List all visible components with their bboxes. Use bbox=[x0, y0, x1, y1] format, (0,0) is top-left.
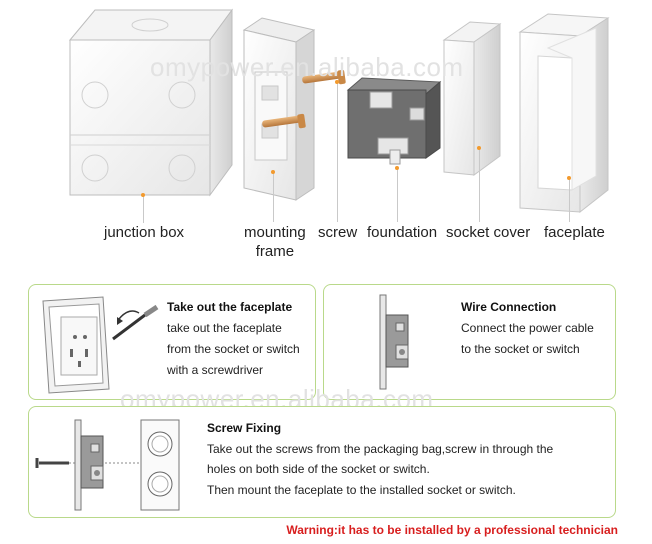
faceplate-removal-illustration bbox=[42, 296, 159, 394]
panel-screw-fixing: Screw Fixing Take out the screws from th… bbox=[28, 406, 616, 518]
label-screw: screw bbox=[318, 224, 358, 241]
panel-take-out-faceplate-line: from the socket or switch bbox=[167, 342, 300, 356]
accent-dot bbox=[395, 166, 399, 170]
panel-take-out-faceplate: Take out the faceplate take out the face… bbox=[28, 284, 316, 400]
leader-line bbox=[337, 82, 338, 222]
accent-dot bbox=[477, 146, 481, 150]
socket-cover-drawing bbox=[442, 21, 502, 176]
label-mounting-frame: mounting frame bbox=[244, 223, 306, 261]
warning-text: Warning:it has to be installed by a prof… bbox=[286, 523, 618, 537]
panel-wire-connection: Wire Connection Connect the power cable … bbox=[323, 284, 616, 400]
label-mounting-frame-line1: mounting bbox=[244, 224, 306, 241]
panel-screw-fixing-line: Take out the screws from the packaging b… bbox=[207, 442, 554, 456]
panel-take-out-faceplate-title: Take out the faceplate bbox=[167, 300, 293, 314]
wire-connection-illustration bbox=[379, 294, 409, 390]
label-faceplate: faceplate bbox=[544, 224, 605, 241]
leader-line bbox=[273, 172, 274, 222]
leader-line bbox=[397, 168, 398, 222]
panel-screw-fixing-line: Then mount the faceplate to the installe… bbox=[207, 483, 516, 497]
junction-box-drawing bbox=[68, 8, 233, 197]
label-foundation: foundation bbox=[367, 224, 438, 241]
foundation-drawing bbox=[346, 77, 442, 165]
mounting-frame-drawing bbox=[242, 17, 316, 201]
accent-dot bbox=[271, 170, 275, 174]
label-junction-box: junction box bbox=[104, 224, 185, 241]
panel-take-out-faceplate-line: take out the faceplate bbox=[167, 321, 282, 335]
panel-screw-fixing-title: Screw Fixing bbox=[207, 421, 282, 435]
panel-wire-connection-line: Connect the power cable bbox=[461, 321, 594, 335]
leader-line bbox=[479, 148, 480, 222]
panel-take-out-faceplate-line: with a screwdriver bbox=[167, 363, 264, 377]
accent-dot bbox=[141, 193, 145, 197]
label-socket-cover: socket cover bbox=[446, 224, 531, 241]
faceplate-drawing bbox=[518, 13, 610, 214]
exploded-diagram-drawing bbox=[68, 8, 610, 214]
watermark: omypower.en.alibaba.com bbox=[150, 52, 464, 82]
leader-line bbox=[569, 178, 570, 222]
leader-line bbox=[143, 195, 144, 223]
exploded-diagram: omypower.en.alibaba.com junction box mou… bbox=[68, 8, 610, 261]
panel-screw-fixing-line: holes on both side of the socket or swit… bbox=[207, 462, 430, 476]
panel-wire-connection-line: to the socket or switch bbox=[461, 342, 580, 356]
panel-wire-connection-title: Wire Connection bbox=[461, 300, 557, 314]
accent-dot bbox=[335, 80, 339, 84]
accent-dot bbox=[567, 176, 571, 180]
label-mounting-frame-line2: frame bbox=[255, 243, 295, 260]
screw-drawing bbox=[262, 69, 346, 129]
screw-fixing-illustration bbox=[35, 419, 180, 511]
